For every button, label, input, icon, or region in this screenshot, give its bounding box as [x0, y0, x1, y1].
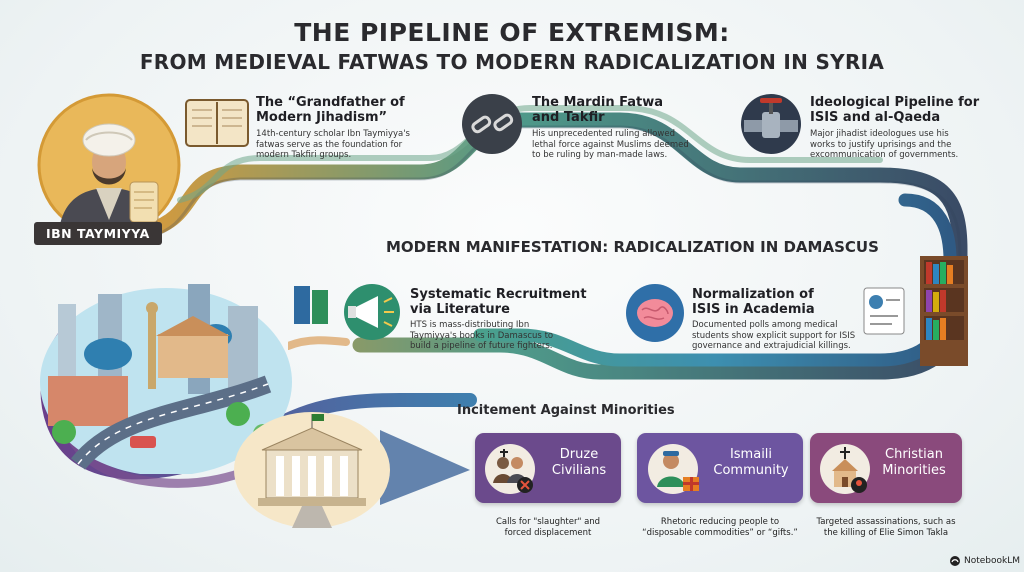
card-christian: Christian Minorities — [810, 433, 962, 503]
card-druze-caption: Calls for "slaughter" and forced displac… — [495, 517, 601, 538]
title-line-1: THE PIPELINE OF EXTREMISM: — [294, 18, 730, 47]
church-icon — [820, 444, 870, 494]
stage-2-body: His unprecedented ruling allowed lethal … — [532, 129, 689, 160]
notebooklm-logo-icon — [950, 556, 960, 566]
portrait-name-badge: IBN TAYMIYYA — [34, 222, 162, 245]
bookshelf-illustration — [863, 256, 968, 366]
card-christian-label: Christian Minorities — [882, 447, 946, 478]
modern-1-body: HTS is mass-distributing Ibn Taymiyya's … — [410, 320, 554, 351]
brand-label: NotebookLM — [964, 556, 1021, 566]
card-druze-label: Druze Civilians — [551, 447, 607, 478]
brain-icon — [626, 284, 684, 342]
stage-1-heading: The “Grandfather of Modern Jihadism” — [256, 95, 405, 125]
stage-3-heading: Ideological Pipeline for ISIS and al-Qae… — [810, 95, 980, 125]
card-ismaili-label: Ismaili Community — [713, 447, 789, 478]
card-ismaili-caption: Rhetoric reducing people to “disposable … — [642, 517, 798, 538]
modern-1-heading: Systematic Recruitment via Literature — [410, 287, 587, 317]
incitement-heading: Incitement Against Minorities — [457, 403, 675, 418]
damascus-city-illustration — [40, 284, 292, 474]
title-line-2: FROM MEDIEVAL FATWAS TO MODERN RADICALIZ… — [139, 50, 885, 74]
open-book-icon — [185, 99, 249, 147]
person-with-gift-icon — [648, 444, 699, 494]
pipe-valve-icon — [741, 94, 801, 154]
stage-3-body: Major jihadist ideologues use his works … — [810, 129, 959, 160]
government-building-illustration — [234, 412, 390, 528]
portrait-illustration — [37, 93, 181, 237]
card-druze: Druze Civilians — [475, 433, 621, 503]
stage-2-heading: The Mardin Fatwa and Takfir — [532, 95, 664, 125]
brand-watermark: NotebookLM — [950, 556, 1020, 566]
stage-1-body: 14th-century scholar Ibn Taymiyya's fatw… — [256, 129, 410, 160]
pipeline-top — [142, 112, 968, 380]
books-and-megaphone-icon — [288, 284, 400, 350]
card-ismaili: Ismaili Community — [637, 433, 803, 503]
pipeline-arrow — [380, 430, 470, 505]
card-christian-caption: Targeted assassinations, such as the kil… — [816, 517, 956, 538]
section-heading: MODERN MANIFESTATION: RADICALIZATION IN … — [386, 238, 879, 256]
modern-2-heading: Normalization of ISIS in Academia — [692, 287, 815, 317]
modern-2-body: Documented polls among medical students … — [692, 320, 856, 351]
people-icon — [485, 444, 535, 494]
broken-chain-icon — [462, 94, 522, 154]
